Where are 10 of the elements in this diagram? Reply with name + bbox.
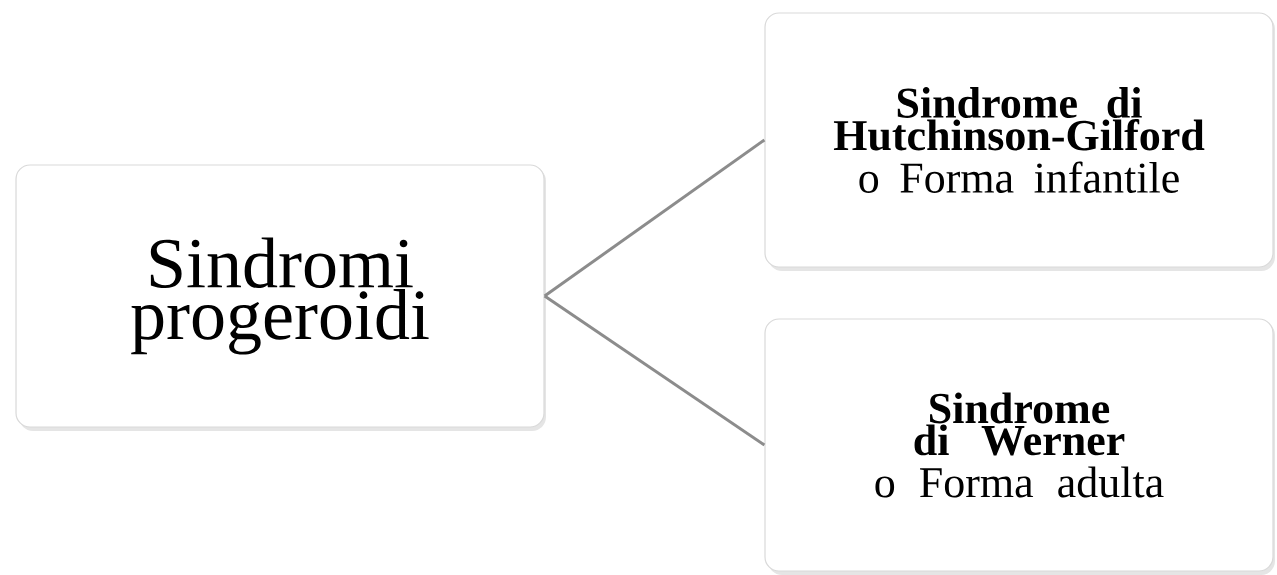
box-heading: Sindrome di Hutchinson-Gilford (833, 87, 1205, 151)
process-box (764, 318, 1274, 572)
process-box (15, 164, 545, 428)
box-heading: Sindrome di Werner (914, 392, 1125, 456)
connector-line (543, 294, 766, 447)
connector-line (543, 138, 766, 298)
process-box (764, 12, 1274, 268)
box-text: o Forma infantile (859, 161, 1179, 193)
box-text: Sindromi progeroidi (131, 237, 429, 355)
box-text: o Forma adulta (875, 466, 1164, 498)
